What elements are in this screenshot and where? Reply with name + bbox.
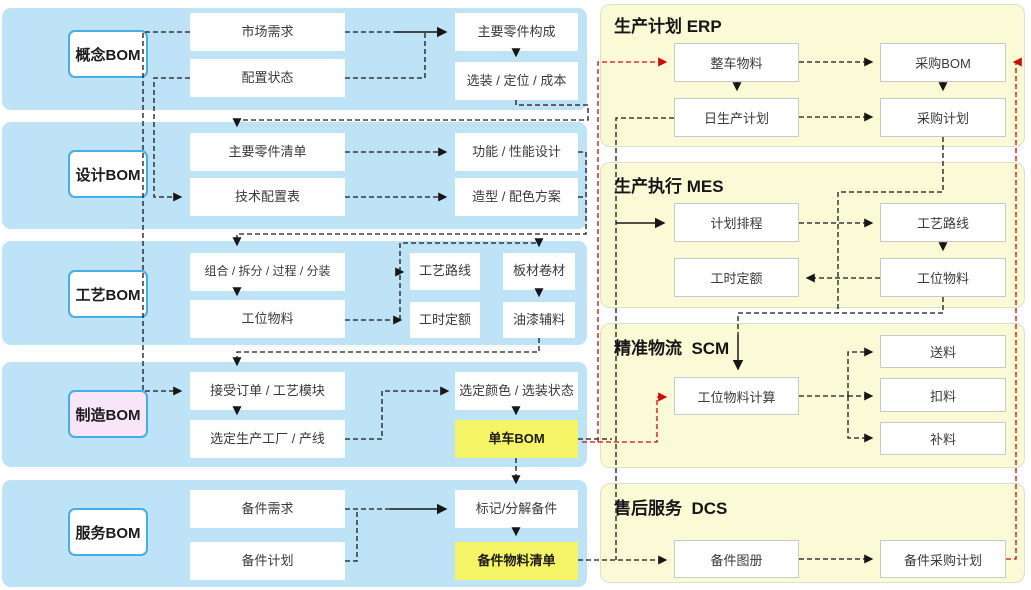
- box-spare-purchase-plan: 备件采购计划: [880, 540, 1006, 578]
- box-select-color-option: 选定颜色 / 选装状态: [455, 372, 578, 410]
- box-option-position-cost: 选装 / 定位 / 成本: [455, 62, 578, 100]
- title-scm: 精准物流 SCM: [614, 339, 730, 358]
- box-spare-plan: 备件计划: [190, 542, 345, 580]
- box-config-status: 配置状态: [190, 59, 345, 97]
- box-vehicle-bom: 单车BOM: [455, 420, 578, 458]
- box-station-material: 工位物料: [190, 300, 345, 338]
- box-main-parts-list: 主要零件清单: [190, 133, 345, 171]
- box-sheet-coil-material: 板材卷材: [503, 253, 575, 290]
- box-styling-color-scheme: 造型 / 配色方案: [455, 178, 578, 216]
- box-feed-material: 送料: [880, 335, 1006, 368]
- box-receive-order-process-module: 接受订单 / 工艺模块: [190, 372, 345, 410]
- title-mes: 生产执行 MES: [614, 177, 724, 196]
- box-process-route-mes: 工艺路线: [880, 203, 1006, 242]
- box-spare-material-list: 备件物料清单: [455, 542, 578, 580]
- box-market-demand: 市场需求: [190, 13, 345, 51]
- box-process-route: 工艺路线: [410, 253, 480, 290]
- label-process-bom: 工艺BOM: [68, 270, 148, 318]
- box-select-plant-line: 选定生产工厂 / 产线: [190, 420, 345, 458]
- box-labor-hour-quota: 工时定额: [410, 302, 480, 338]
- box-spare-demand: 备件需求: [190, 490, 345, 528]
- box-paint-auxiliary: 油漆辅料: [503, 302, 575, 338]
- box-function-performance-design: 功能 / 性能设计: [455, 133, 578, 171]
- box-purchase-bom: 采购BOM: [880, 43, 1006, 82]
- box-station-material-mes: 工位物料: [880, 258, 1006, 297]
- label-design-bom: 设计BOM: [68, 150, 148, 198]
- box-spare-parts-catalog: 备件图册: [674, 540, 799, 578]
- label-concept-bom: 概念BOM: [68, 30, 148, 78]
- title-dcs: 售后服务 DCS: [614, 499, 728, 518]
- box-deduct-material: 扣料: [880, 378, 1006, 412]
- box-daily-production-plan: 日生产计划: [674, 98, 799, 137]
- box-tech-config-table: 技术配置表: [190, 178, 345, 216]
- title-erp: 生产计划 ERP: [614, 17, 722, 36]
- box-main-parts-composition: 主要零件构成: [455, 13, 578, 51]
- box-vehicle-material: 整车物料: [674, 43, 799, 82]
- box-purchase-plan: 采购计划: [880, 98, 1006, 137]
- box-combine-split-process-subassembly: 组合 / 拆分 / 过程 / 分装: [190, 253, 345, 291]
- label-service-bom: 服务BOM: [68, 508, 148, 556]
- box-station-material-calc: 工位物料计算: [674, 377, 799, 415]
- box-mark-decompose-spares: 标记/分解备件: [455, 490, 578, 528]
- box-labor-hour-quota-mes: 工时定额: [674, 258, 799, 297]
- box-plan-scheduling: 计划排程: [674, 203, 799, 242]
- box-replenish-material: 补料: [880, 422, 1006, 455]
- label-manufacturing-bom: 制造BOM: [68, 390, 148, 438]
